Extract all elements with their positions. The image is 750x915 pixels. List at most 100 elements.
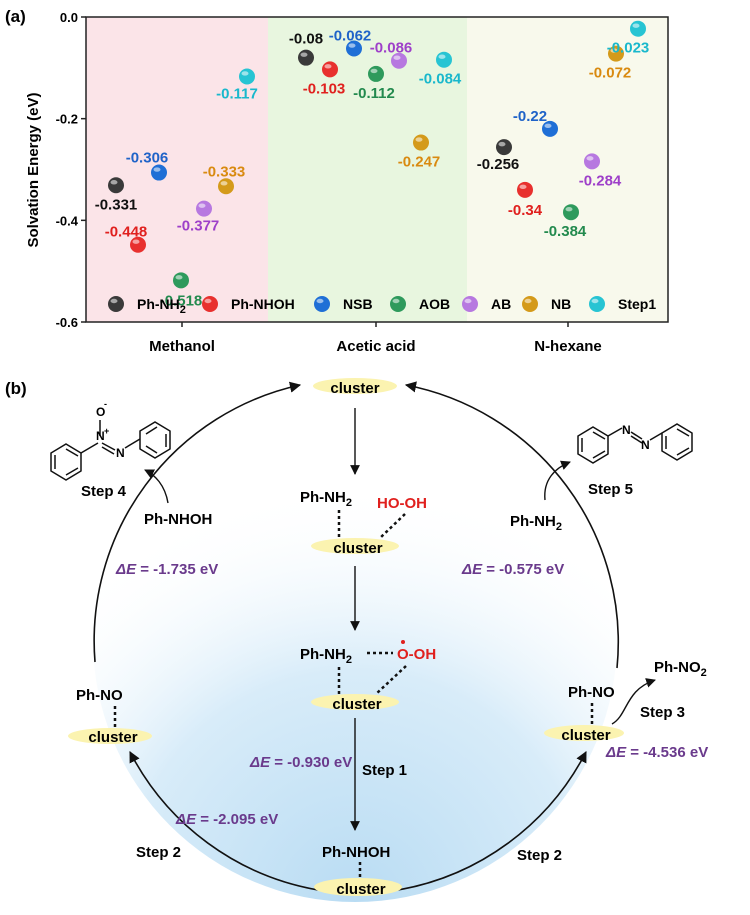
data-label: -0.284 [579,172,622,189]
step2-left-energy: ΔE = -2.095 eV [175,811,278,828]
region-acetic-acid [268,17,467,322]
cluster-top: cluster [313,378,397,397]
legend-label: Step1 [618,296,656,312]
point-highlight [415,137,423,142]
azo-n2: N [641,438,650,452]
point-highlight [300,52,308,57]
step2-right-label: Step 2 [517,847,562,864]
azobenzene-structure [577,423,693,464]
legend-marker [390,296,406,312]
point-highlight [565,207,573,212]
step5-energy: ΔE = -0.575 eV [461,561,564,578]
point-highlight [220,181,228,186]
legend-marker [314,296,330,312]
point-highlight [175,275,183,280]
region-n-hexane [467,17,668,322]
azo-n1: N [622,423,631,437]
point-highlight [393,55,401,60]
data-label: -0.084 [419,71,462,88]
point-step1 [630,20,646,37]
point-highlight [153,167,161,172]
point-highlight [519,184,527,190]
x-category-label: N-hexane [534,338,602,355]
panel-b-label: (b) [5,379,27,398]
data-label: -0.518 [160,292,203,309]
point-nsb [151,164,167,181]
radical-dot [401,640,405,644]
data-label: -0.117 [216,85,258,102]
ph-no2-label: Ph-NO2 [654,659,707,679]
point-highlight [632,23,640,28]
legend-marker-highlight [316,298,324,304]
point-highlight [586,156,594,161]
azoxy-o: O [96,405,105,419]
data-label: -0.062 [329,28,372,45]
data-label: -0.448 [105,224,148,241]
point-aob [368,65,384,82]
step4-label: Step 4 [81,483,127,500]
point-highlight [241,71,249,76]
cluster-mid-2: cluster [311,694,399,713]
ph-no-right-label: Ph-NO [568,684,615,701]
data-label: -0.08 [289,31,323,48]
step3-energy: ΔE = -4.536 eV [605,744,708,761]
cluster-mid-1: cluster [311,538,399,557]
svg-text:cluster: cluster [332,696,381,713]
data-label: -0.333 [203,163,246,180]
data-label: -0.331 [95,196,138,213]
step5-reactant: Ph-NH2 [510,513,562,533]
legend-label: NB [551,296,571,312]
plot-frame [85,16,669,323]
point-ab [196,200,212,217]
point-ph-nhoh [517,181,533,198]
y-tick-label: -0.2 [56,112,78,127]
y-tick-label: -0.4 [56,213,79,228]
data-points: -0.331-0.08-0.256-0.448-0.103-0.34-0.306… [95,20,650,309]
panel-a-label: (a) [5,7,26,26]
point-ph-nh2 [496,139,512,156]
step5-label: Step 5 [588,481,633,498]
point-highlight [498,141,506,147]
legend-marker-highlight [464,298,472,304]
region-methanol [86,17,268,322]
data-label: -0.384 [544,223,587,240]
point-nb [413,134,429,151]
cluster-bottom: cluster [314,878,402,898]
legend-marker-highlight [110,298,118,304]
arrow-step5 [544,460,571,501]
point-highlight [324,64,332,69]
legend-marker [589,296,605,312]
point-highlight [438,54,446,59]
azoxy-minus: - [104,399,107,409]
x-category-label: Acetic acid [336,338,415,355]
ph-nh2-label-1: Ph-NH2 [300,489,352,509]
bond-dots-4 [375,665,407,695]
legend-marker [522,296,538,312]
step2-left-label: Step 2 [136,844,181,861]
hooh-label: HO-OH [377,495,427,512]
data-label: -0.22 [513,108,547,125]
data-label: -0.072 [589,65,632,82]
y-axis: 0.0-0.2-0.4-0.6 [56,10,86,330]
step3-label: Step 3 [640,704,685,721]
data-label: -0.086 [370,40,413,57]
point-highlight [110,180,118,185]
step1-energy: ΔE = -0.930 eV [249,754,352,771]
legend-marker [108,296,124,312]
point-highlight [610,48,618,53]
svg-text:cluster: cluster [561,727,610,744]
data-label: -0.247 [398,154,441,171]
azoxybenzene-structure [50,420,171,481]
data-label: -0.023 [607,40,650,57]
data-label: -0.34 [508,202,543,219]
svg-text:cluster: cluster [88,729,137,746]
step4-reactant: Ph-NHOH [144,511,212,528]
arrow-step3 [611,678,656,725]
point-aob [563,204,579,221]
cluster-left: cluster [68,728,152,746]
azoxy-n1: N [96,429,105,443]
